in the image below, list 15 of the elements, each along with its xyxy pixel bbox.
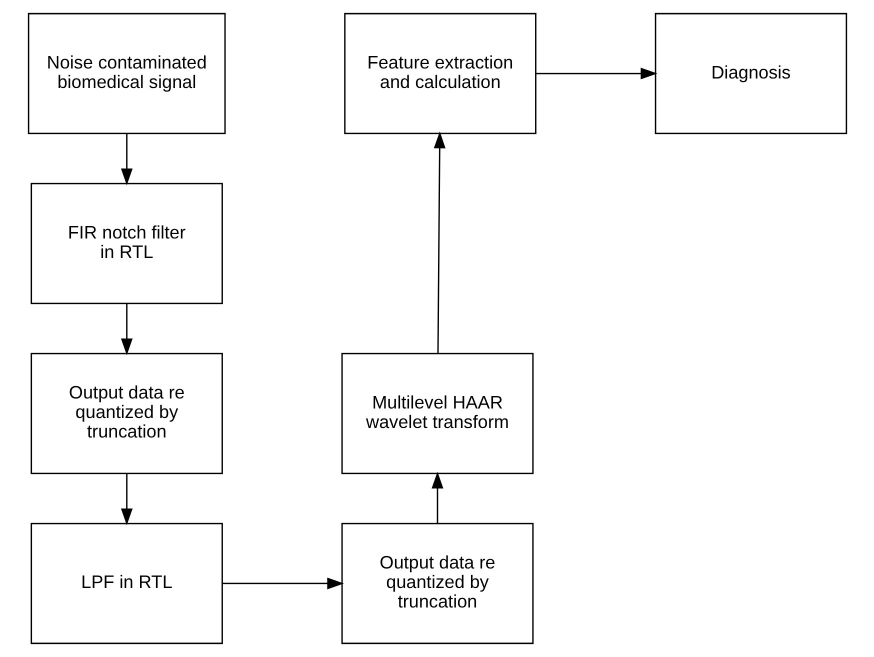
arrow	[222, 578, 344, 590]
arrow	[120, 474, 132, 526]
arrow	[536, 68, 657, 80]
arrow	[433, 132, 446, 354]
node-box: Noise contaminated biomedical signal	[27, 12, 226, 134]
node-box: Multilevel HAAR wavelet transform	[340, 352, 534, 474]
node-box: Output data re quantized by truncation	[340, 522, 534, 644]
arrow	[431, 472, 443, 524]
node-box: LPF in RTL	[30, 522, 222, 644]
node-box: FIR notch filter in RTL	[30, 182, 222, 304]
node-box: Feature extraction and calculation	[344, 12, 536, 134]
arrow	[120, 134, 132, 186]
node-box: Output data re quantized by truncation	[30, 352, 222, 474]
node-box: Diagnosis	[654, 12, 847, 134]
arrow	[120, 304, 132, 356]
